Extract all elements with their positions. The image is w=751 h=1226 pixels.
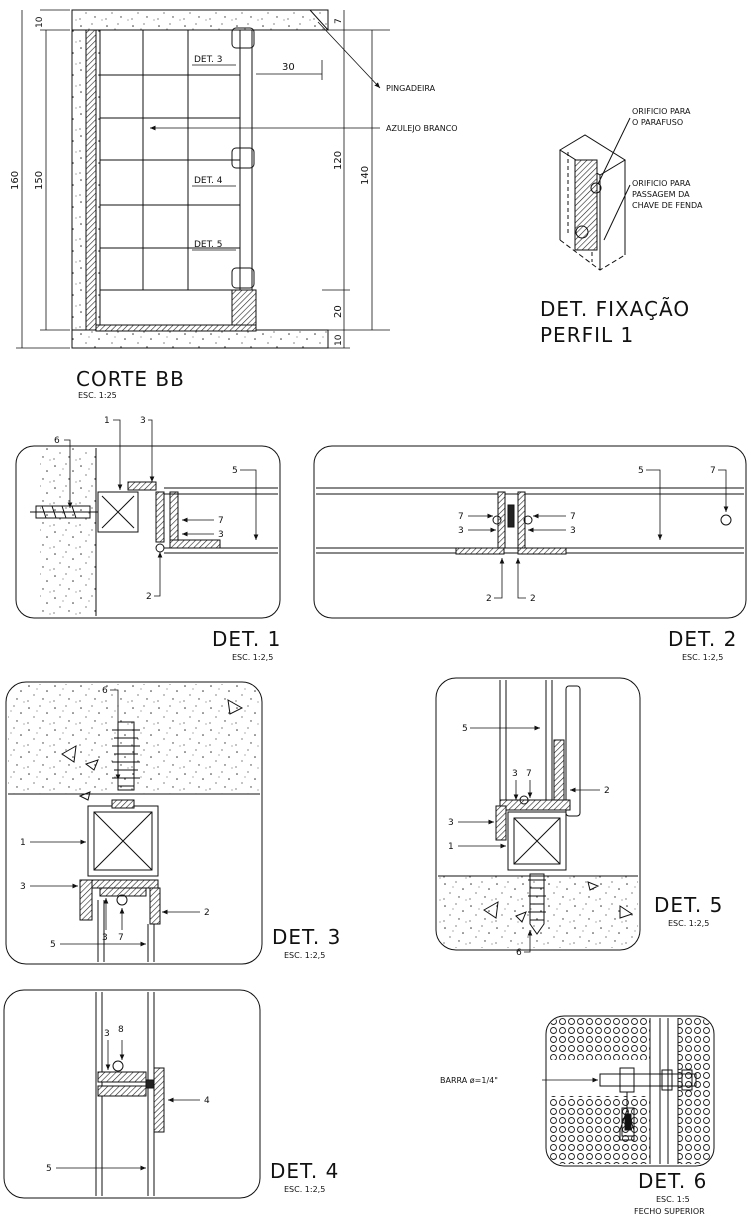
det6-title: DET. 6 — [638, 1169, 707, 1193]
det4-view — [3, 989, 261, 1199]
fixacao-note2a: ORIFICIO PARA — [632, 179, 691, 188]
det4-title: DET. 4 — [270, 1159, 339, 1183]
dim-140: 140 — [360, 166, 371, 185]
fixacao-title1: DET. FIXAÇÃO — [540, 297, 690, 321]
dim-160: 160 — [10, 171, 21, 190]
dim-30: 30 — [282, 62, 295, 73]
corte-title: CORTE BB — [76, 367, 185, 391]
det5-title: DET. 5 — [654, 893, 723, 917]
callout-det3: DET. 3 — [194, 55, 223, 65]
det3-num-6: 6 — [102, 686, 108, 696]
det3-num-1: 1 — [20, 838, 26, 848]
det1-num-2: 2 — [146, 592, 152, 602]
fixacao-note1b: O PARAFUSO — [632, 118, 683, 127]
det1-num-3b: 3 — [218, 530, 224, 540]
det3-num-3b: 3 — [102, 933, 108, 943]
corte-bb-section — [71, 9, 330, 349]
det5-view — [435, 677, 641, 951]
det2-title: DET. 2 — [668, 627, 737, 651]
det5-num-6: 6 — [516, 948, 522, 958]
det1-view — [15, 445, 281, 619]
det2-num-7b: 7 — [570, 512, 576, 522]
fixacao-iso-view — [559, 117, 631, 271]
callout-azulejo: AZULEJO BRANCO — [386, 124, 458, 133]
det1-num-1: 1 — [104, 416, 110, 426]
dim-120: 120 — [333, 151, 344, 170]
det3-num-7: 7 — [118, 933, 124, 943]
fixacao-title2: PERFIL 1 — [540, 323, 634, 347]
det3-num-2: 2 — [204, 908, 210, 918]
det2-num-3a: 3 — [458, 526, 464, 536]
det1-num-5: 5 — [232, 466, 238, 476]
det1-title: DET. 1 — [212, 627, 281, 651]
det3-view — [5, 681, 263, 965]
callout-det4: DET. 4 — [194, 176, 223, 186]
det5-num-1: 1 — [448, 842, 454, 852]
callout-pingadeira: PINGADEIRA — [386, 84, 436, 93]
det4-num-8: 8 — [118, 1025, 124, 1035]
det3-scale: ESC. 1:2,5 — [284, 951, 325, 960]
det3-num-5: 5 — [50, 940, 56, 950]
dim-10-top: 10 — [35, 16, 45, 28]
fixacao-note2c: CHAVE DE FENDA — [632, 201, 703, 210]
det2-num-7c: 7 — [710, 466, 716, 476]
corte-dimensions-left — [16, 9, 70, 349]
fixacao-note1a: ORIFICIO PARA — [632, 107, 691, 116]
det3-title: DET. 3 — [272, 925, 341, 949]
det6-view — [545, 1015, 715, 1167]
det5-num-3a: 3 — [512, 769, 518, 779]
det1-num-7: 7 — [218, 516, 224, 526]
det5-num-5: 5 — [462, 724, 468, 734]
det4-num-5: 5 — [46, 1164, 52, 1174]
dim-150: 150 — [34, 171, 45, 190]
det6-scale: ESC. 1:5 — [656, 1195, 690, 1204]
det6-subtitle: FECHO SUPERIOR — [634, 1207, 705, 1216]
det3-num-3a: 3 — [20, 882, 26, 892]
det2-num-5: 5 — [638, 466, 644, 476]
det4-scale: ESC. 1:2,5 — [284, 1185, 325, 1194]
det2-num-2a: 2 — [486, 594, 492, 604]
fixacao-note2b: PASSAGEM DA — [632, 190, 690, 199]
det4-num-3: 3 — [104, 1029, 110, 1039]
det5-num-2: 2 — [604, 786, 610, 796]
det2-scale: ESC. 1:2,5 — [682, 653, 723, 662]
det2-view — [313, 445, 747, 619]
det5-num-3b: 3 — [448, 818, 454, 828]
det2-num-2b: 2 — [530, 594, 536, 604]
det1-num-3a: 3 — [140, 416, 146, 426]
dim-7: 7 — [334, 18, 344, 24]
callout-det5: DET. 5 — [194, 240, 223, 250]
det1-scale: ESC. 1:2,5 — [232, 653, 273, 662]
dim-20: 20 — [333, 305, 344, 318]
det5-scale: ESC. 1:2,5 — [668, 919, 709, 928]
dim-10-bottom: 10 — [334, 334, 344, 346]
det2-num-3b: 3 — [570, 526, 576, 536]
det6-barra-label: BARRA ø=1/4" — [440, 1076, 498, 1085]
det2-num-7a: 7 — [458, 512, 464, 522]
det4-num-4: 4 — [204, 1096, 210, 1106]
det1-num-6: 6 — [54, 436, 60, 446]
corte-scale: ESC. 1:25 — [78, 391, 117, 400]
det5-num-7: 7 — [526, 769, 532, 779]
